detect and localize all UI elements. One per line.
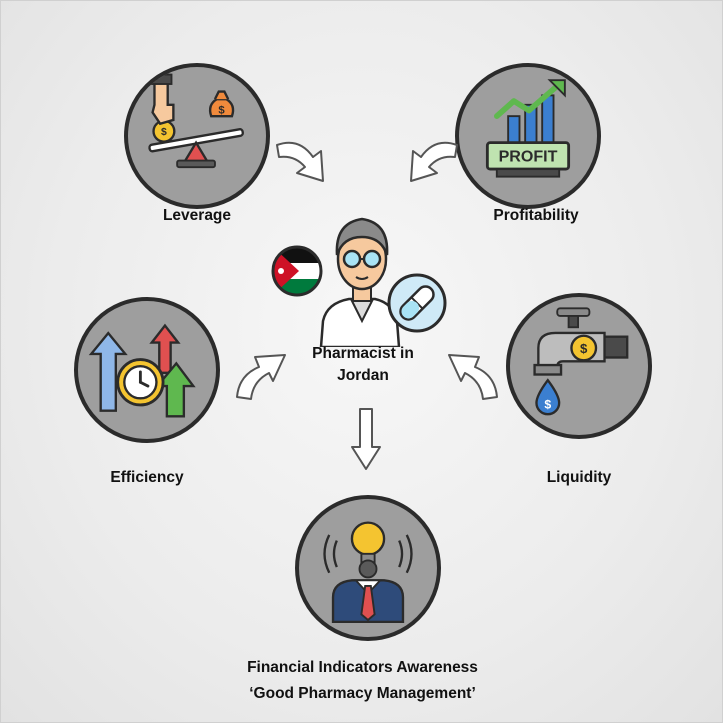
awareness-label-line2: ‘Good Pharmacy Management’	[249, 685, 476, 702]
liquidity-node: $ $	[506, 293, 652, 439]
awareness-label-line1: Financial Indicators Awareness	[247, 659, 478, 676]
efficiency-label: Efficiency	[110, 469, 184, 486]
svg-text:$: $	[218, 104, 225, 116]
liquidity-label: Liquidity	[546, 469, 612, 486]
arrow-profitability-to-center-icon	[410, 141, 458, 182]
arrow-leverage-to-center-icon	[276, 141, 324, 182]
pill-icon	[387, 273, 447, 333]
pharmacist-avatar-icon	[319, 217, 401, 347]
profit-chart-icon: PROFIT	[485, 79, 571, 178]
leverage-label: Leverage	[162, 207, 232, 224]
idea-bulb-person-icon	[323, 521, 413, 624]
arrow-center-to-awareness-icon	[351, 408, 381, 470]
arrow-liquidity-to-center-icon	[448, 354, 498, 400]
center-label-line1: Pharmacist in	[312, 345, 414, 362]
svg-text:$: $	[161, 127, 167, 138]
pharmacist-group	[271, 217, 447, 347]
faucet-money-icon: $ $	[533, 307, 629, 416]
seesaw-money-icon: $ $	[148, 73, 244, 169]
svg-text:$: $	[580, 341, 588, 356]
arrow-efficiency-to-center-icon	[236, 354, 286, 400]
center-label-line2: Jordan	[337, 367, 389, 384]
profitability-node: PROFIT	[455, 63, 601, 209]
awareness-node	[295, 495, 441, 641]
svg-text:$: $	[544, 398, 551, 412]
clock-growth-arrows-icon	[88, 323, 196, 418]
jordan-flag-icon	[271, 245, 323, 297]
profit-badge-text: PROFIT	[499, 148, 558, 166]
leverage-node: $ $	[124, 63, 270, 209]
profitability-label: Profitability	[493, 207, 579, 224]
efficiency-node	[74, 297, 220, 443]
